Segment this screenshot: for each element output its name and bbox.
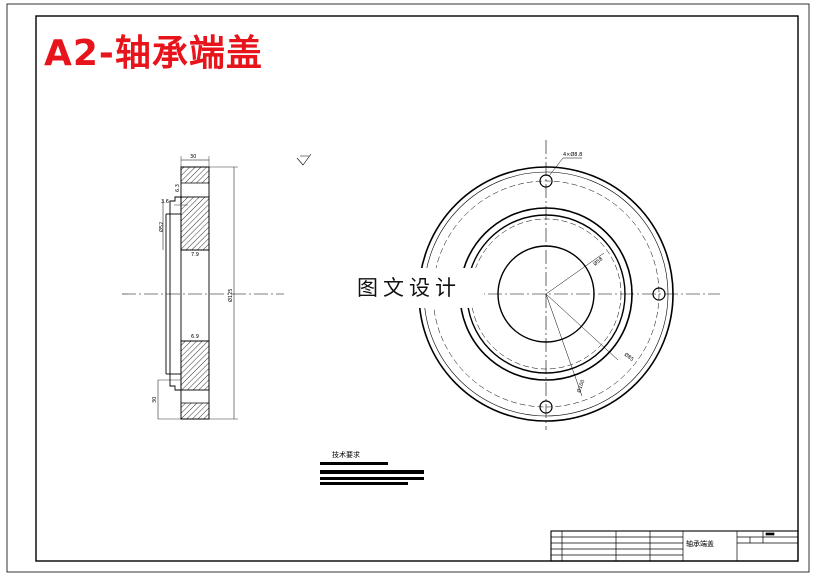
hatch-top bbox=[180, 196, 210, 251]
bolt-hole-top bbox=[539, 174, 553, 188]
tech-requirements-heading: 技术要求 bbox=[332, 451, 360, 459]
bolt-hole-right bbox=[652, 287, 666, 301]
side-view-dims: 30 6.3 3.6 Ø52 7.9 6.9 Ø125 30 bbox=[152, 154, 234, 403]
dim-width: 30 bbox=[190, 154, 196, 160]
dim-outer-diameter: Ø125 bbox=[227, 289, 234, 302]
hatch-bottom bbox=[180, 340, 210, 391]
dim-pitch-front: Ø100 bbox=[575, 379, 586, 394]
drawing-title: A2-轴承端盖 bbox=[44, 33, 263, 74]
dim-bore: Ø52 bbox=[158, 222, 165, 232]
dim-step: 6.3 bbox=[175, 184, 181, 192]
center-bore bbox=[497, 245, 595, 343]
dim-bottom: 30 bbox=[152, 397, 158, 403]
inner-border bbox=[35, 15, 799, 562]
dim-upper-wall: 7.9 bbox=[191, 252, 199, 258]
front-view-dims: 4×Ø8.8 Ø58 Ø85 Ø100 bbox=[563, 151, 635, 394]
bolt-hole-bottom bbox=[539, 400, 553, 414]
watermark: 图文设计 bbox=[334, 268, 484, 308]
dim-holes: 4×Ø8.8 bbox=[563, 151, 582, 158]
tech-requirements-lines bbox=[320, 462, 424, 485]
title-block bbox=[550, 530, 799, 562]
dim-recess: 3.6 bbox=[161, 199, 169, 205]
side-view bbox=[122, 153, 312, 420]
dim-lower-wall: 6.9 bbox=[191, 334, 199, 340]
dim-step-front: Ø85 bbox=[623, 351, 635, 363]
dim-bore-front: Ø58 bbox=[592, 256, 604, 268]
title-block-part-name: 轴承端盖 bbox=[686, 540, 714, 548]
outer-border bbox=[6, 3, 810, 573]
